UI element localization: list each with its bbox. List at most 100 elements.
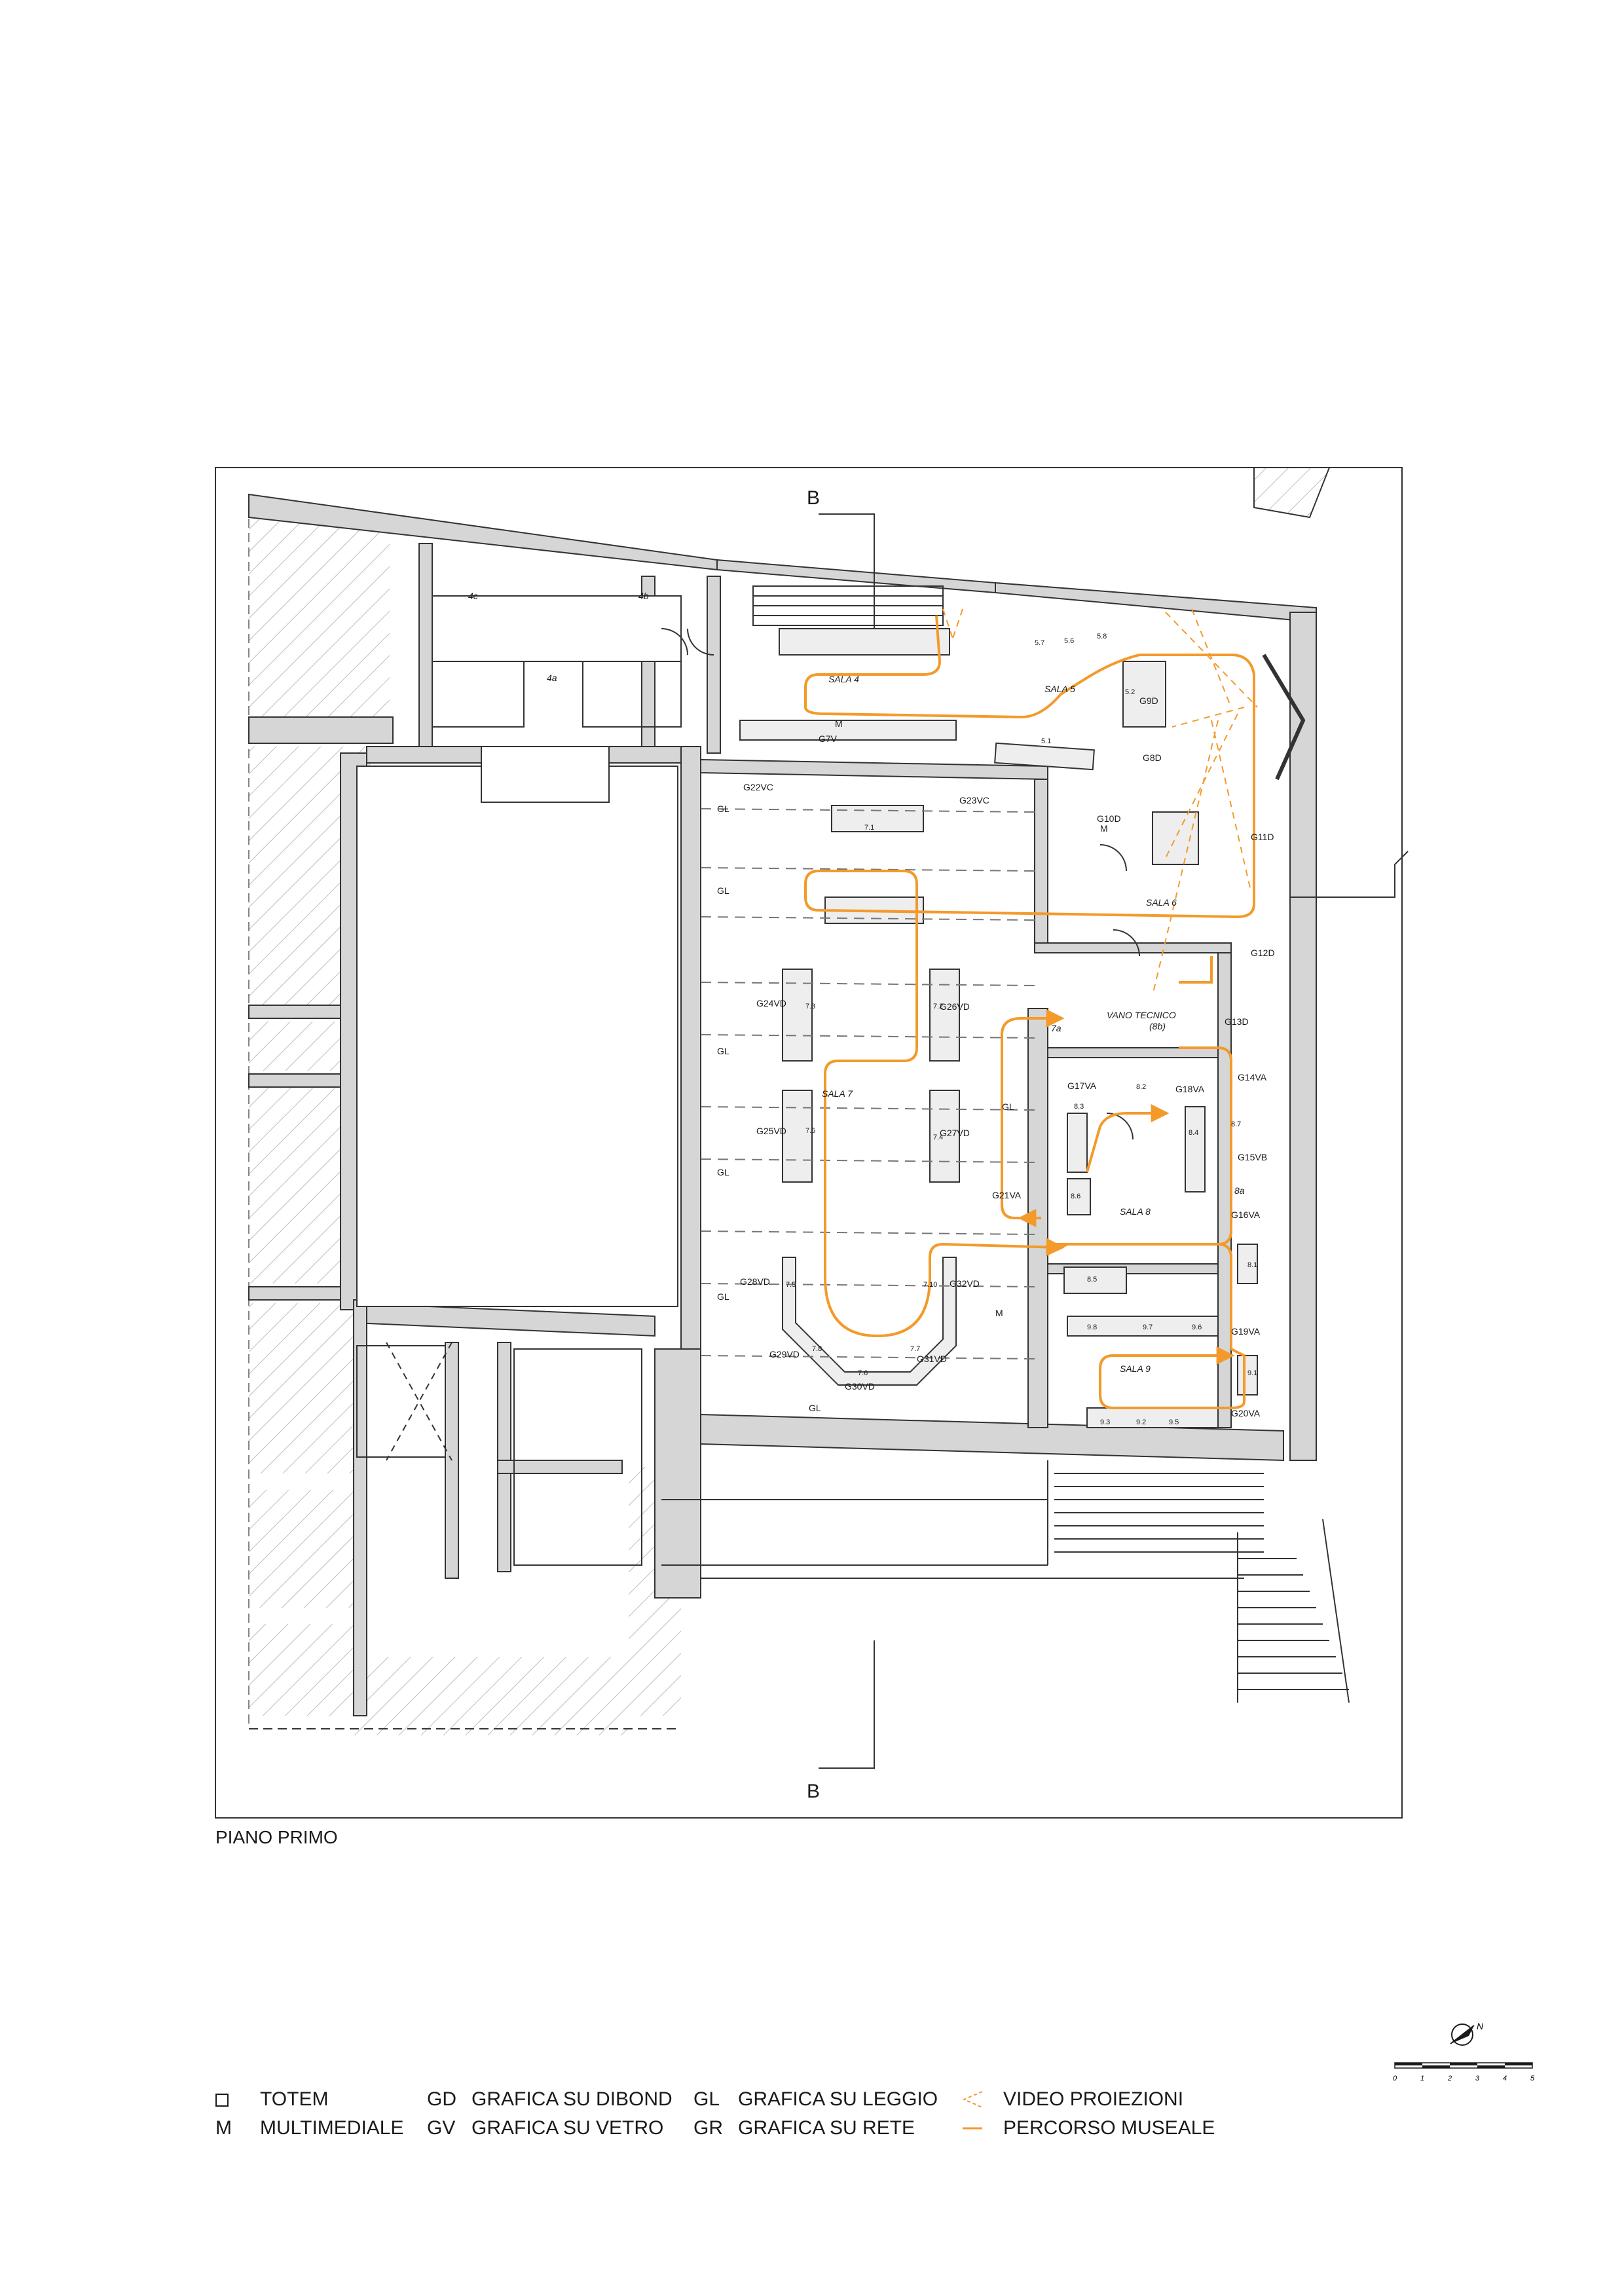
label-g21va: G21VA xyxy=(992,1190,1022,1200)
scale-tick: 5 xyxy=(1530,2075,1535,2082)
interior-lines xyxy=(248,504,1409,1769)
scale-tick: 4 xyxy=(1503,2075,1507,2082)
label-g11d: G11D xyxy=(1251,832,1274,842)
num-7-5b: 7.5 xyxy=(786,1281,796,1289)
num-9-7: 9.7 xyxy=(1143,1323,1153,1331)
num-8-3: 8.3 xyxy=(1074,1103,1084,1111)
room-8a: 8a xyxy=(1234,1185,1245,1196)
scale-tick: 1 xyxy=(1420,2075,1424,2082)
walls xyxy=(248,493,1317,1716)
legend-label: PERCORSO MUSEALE xyxy=(1003,2117,1215,2139)
legend-code: GL xyxy=(693,2088,720,2110)
num-9-5: 9.5 xyxy=(1169,1418,1179,1426)
legend-code: M xyxy=(215,2117,232,2139)
label-g30vd: G30VD xyxy=(845,1381,875,1392)
num-9-3: 9.3 xyxy=(1100,1418,1110,1426)
label-m-sala4: M xyxy=(835,718,843,729)
legend-item-multimediale: M MULTIMEDIALE xyxy=(215,2114,403,2143)
num-7-3: 7.3 xyxy=(805,1003,815,1010)
num-8-1: 8.1 xyxy=(1247,1261,1257,1269)
legend-code: GD xyxy=(427,2088,456,2110)
room-vano-sub: (8b) xyxy=(1149,1021,1166,1031)
north-arrow-icon xyxy=(1450,2024,1475,2046)
section-mark-top: B xyxy=(807,487,820,509)
label-g25vd: G25VD xyxy=(756,1126,786,1136)
room-sala-4: SALA 4 xyxy=(828,674,859,684)
num-8-6: 8.6 xyxy=(1071,1192,1080,1200)
label-g10d: G10D xyxy=(1097,813,1121,824)
num-9-6: 9.6 xyxy=(1192,1323,1202,1331)
legend-code: GR xyxy=(693,2117,723,2139)
num-5-8: 5.8 xyxy=(1097,633,1107,640)
scale-tick: 2 xyxy=(1447,2075,1452,2082)
label-g28vd: G28VD xyxy=(740,1276,770,1287)
label-g31vd: G31VD xyxy=(917,1354,947,1364)
label-g23vc: G23VC xyxy=(959,795,989,805)
legend-label: MULTIMEDIALE xyxy=(260,2117,404,2139)
legend-item-totem: TOTEM xyxy=(215,2085,328,2114)
num-5-1: 5.1 xyxy=(1041,737,1051,745)
label-m-sala7: M xyxy=(995,1308,1003,1318)
legend-label: TOTEM xyxy=(260,2088,329,2110)
page-title: PIANO PRIMO xyxy=(215,1827,338,1847)
legend-item-gd: GD GRAFICA SU DIBOND xyxy=(427,2085,673,2114)
num-9-8: 9.8 xyxy=(1087,1323,1097,1331)
num-5-6: 5.6 xyxy=(1064,637,1074,645)
label-g26vd: G26VD xyxy=(940,1001,970,1012)
museum-route-icon xyxy=(963,2127,982,2130)
num-7-5: 7.5 xyxy=(805,1127,815,1135)
museum-route xyxy=(804,615,1255,1409)
label-gl-6: GL xyxy=(1002,1101,1014,1112)
num-7-10: 7.10 xyxy=(923,1281,937,1289)
label-g32vd: G32VD xyxy=(950,1278,980,1289)
legend-item-gr: GR GRAFICA SU RETE xyxy=(693,2114,915,2143)
legend-label: GRAFICA SU DIBOND xyxy=(471,2088,673,2110)
label-gl-1: GL xyxy=(717,804,729,814)
label-m-g10d: M xyxy=(1100,823,1108,834)
num-7-7: 7.7 xyxy=(910,1345,920,1353)
label-g22vc: G22VC xyxy=(743,782,773,792)
room-4c: 4c xyxy=(468,591,478,601)
scale-tick: 3 xyxy=(1475,2075,1480,2082)
room-sala-7: SALA 7 xyxy=(822,1088,853,1099)
video-projection-icon xyxy=(962,2091,983,2108)
label-g17va: G17VA xyxy=(1067,1081,1097,1091)
section-mark-bottom: B xyxy=(807,1781,820,1802)
room-sala-9: SALA 9 xyxy=(1120,1363,1151,1374)
label-g15vb: G15VB xyxy=(1238,1152,1267,1162)
legend-label: VIDEO PROIEZIONI xyxy=(1003,2088,1184,2110)
label-g7v: G7V xyxy=(819,733,838,744)
room-4a: 4a xyxy=(547,673,557,683)
label-g16va: G16VA xyxy=(1231,1210,1261,1220)
video-projections xyxy=(942,608,1258,996)
label-g24vd: G24VD xyxy=(756,998,786,1008)
num-7-1: 7.1 xyxy=(864,824,874,832)
room-vano-tecnico: VANO TECNICO xyxy=(1107,1010,1176,1020)
num-8-4: 8.4 xyxy=(1189,1129,1198,1137)
label-g8d: G8D xyxy=(1143,752,1162,763)
label-g14va: G14VA xyxy=(1238,1072,1267,1082)
num-9-2: 9.2 xyxy=(1136,1418,1146,1426)
label-g18va: G18VA xyxy=(1175,1084,1205,1094)
room-sala-8: SALA 8 xyxy=(1120,1206,1151,1217)
num-7-8: 7.8 xyxy=(812,1345,822,1353)
label-gl-7: GL xyxy=(809,1403,821,1413)
legend-label: GRAFICA SU LEGGIO xyxy=(738,2088,938,2110)
north-label: N xyxy=(1477,2021,1484,2031)
legend-item-gl: GL GRAFICA SU LEGGIO xyxy=(693,2085,938,2114)
north-and-scale: N 0 1 2 3 4 5 xyxy=(1393,2021,1535,2082)
label-gl-3: GL xyxy=(717,1046,729,1056)
room-7a: 7a xyxy=(1051,1023,1061,1033)
label-gl-5: GL xyxy=(717,1291,729,1302)
num-8-7: 8.7 xyxy=(1231,1120,1241,1128)
num-5-2: 5.2 xyxy=(1125,688,1135,696)
scale-tick: 0 xyxy=(1393,2075,1397,2082)
drawing-frame xyxy=(215,467,1403,1819)
totem-icon xyxy=(215,2094,229,2107)
label-g19va: G19VA xyxy=(1231,1326,1261,1337)
legend-item-gv: GV GRAFICA SU VETRO xyxy=(427,2114,663,2143)
label-gl-2: GL xyxy=(717,885,729,896)
label-g27vd: G27VD xyxy=(940,1128,970,1138)
label-g9d: G9D xyxy=(1139,695,1158,706)
